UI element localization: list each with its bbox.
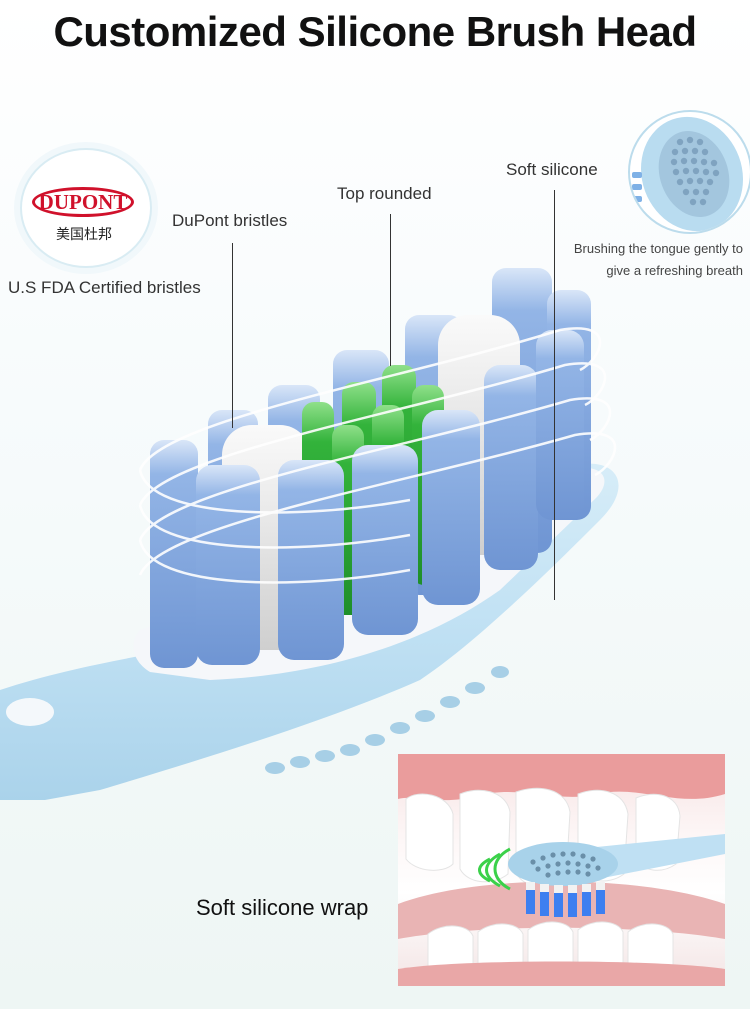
teeth-brushing-illustration (398, 754, 725, 986)
leader-line-soft-silicone (554, 190, 555, 600)
tongue-caption-line2: give a refreshing breath (606, 263, 743, 278)
vibration-rings (138, 327, 617, 584)
dupont-logo-icon: DUPONT (32, 187, 134, 217)
dupont-chinese-text: 美国杜邦 (56, 226, 112, 242)
tongue-caption: Brushing the tongue gently to give a ref… (574, 238, 743, 282)
dupont-badge: DUPONT 美国杜邦 (20, 148, 152, 268)
fda-caption: U.S FDA Certified bristles (8, 278, 201, 297)
page-title: Customized Silicone Brush Head (53, 8, 697, 55)
leader-line-top-rounded (390, 214, 391, 366)
teeth-brushing-inset (398, 754, 725, 986)
label-top-rounded: Top rounded (337, 184, 432, 203)
handle-button (6, 698, 54, 726)
tongue-caption-line1: Brushing the tongue gently to (573, 241, 743, 256)
silicone-back-icon (632, 116, 744, 232)
label-silicone-wrap: Soft silicone wrap (196, 895, 369, 920)
tufts-front-row (150, 330, 584, 668)
label-dupont-bristles: DuPont bristles (172, 211, 288, 230)
label-soft-silicone: Soft silicone (506, 160, 598, 179)
brush-head-illustration (0, 268, 619, 800)
leader-line-dupont (232, 243, 233, 428)
silicone-bumps (265, 666, 509, 774)
silicone-back-zoom (628, 110, 750, 234)
vibration-marks (478, 847, 511, 891)
